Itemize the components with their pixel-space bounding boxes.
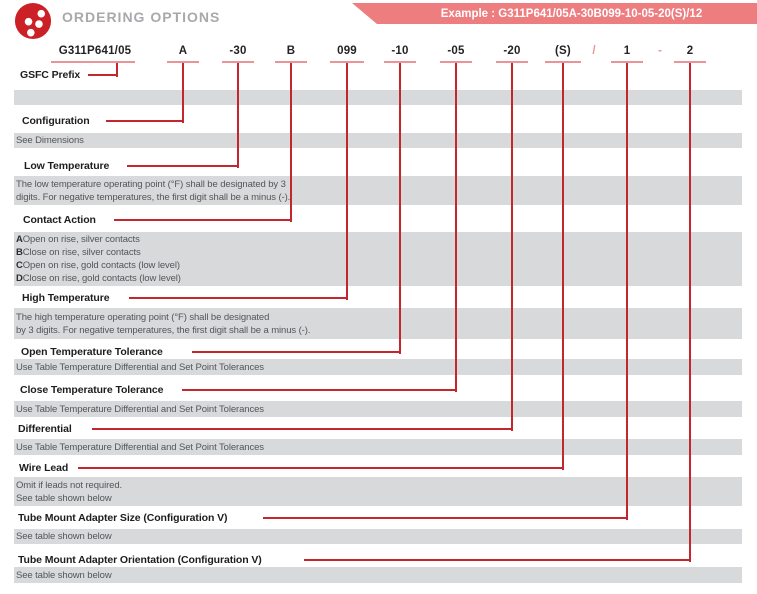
field-label: GSFC Prefix [20, 68, 81, 81]
code-part-underline [545, 61, 581, 63]
field-label: Contact Action [23, 213, 96, 226]
field-label: Tube Mount Adapter Orientation (Configur… [18, 553, 262, 566]
description-text: The low temperature operating point (°F)… [16, 178, 286, 190]
description-text: BClose on rise, silver contacts [16, 246, 742, 259]
description-band: Use Table Temperature Differential and S… [14, 439, 742, 455]
field-label: Open Temperature Tolerance [21, 345, 163, 358]
code-part: (S) [555, 45, 571, 57]
code-part: 2 [686, 45, 694, 57]
option-code: D [16, 273, 23, 284]
connector-horizontal-line [263, 517, 628, 519]
connector-vertical-line [116, 63, 118, 77]
description-text: See Dimensions [16, 135, 84, 146]
code-part: 099 [337, 45, 357, 57]
connector-vertical-line [346, 63, 348, 300]
option-code: B [16, 247, 23, 258]
description-band: See table shown below [14, 567, 742, 583]
brand-logo-icon [14, 2, 52, 40]
description-band: The low temperature operating point (°F)… [14, 176, 742, 205]
code-part: -05 [447, 45, 465, 57]
description-text: AOpen on rise, silver contacts [16, 233, 742, 246]
field-label: Configuration [22, 114, 90, 127]
field-label: Close Temperature Tolerance [20, 383, 164, 396]
description-text: Omit if leads not required. [16, 479, 123, 491]
connector-horizontal-line [106, 120, 184, 122]
code-part: A [178, 45, 188, 57]
code-part: -30 [229, 45, 247, 57]
code-part: -10 [391, 45, 409, 57]
code-part-underline [222, 61, 254, 63]
option-text: Close on rise, gold contacts (low level) [22, 273, 181, 284]
connector-horizontal-line [182, 389, 457, 391]
connector-horizontal-line [192, 351, 401, 353]
connector-vertical-line [237, 63, 239, 168]
code-part: B [286, 45, 296, 57]
description-text: digits. For negative temperatures, the f… [16, 191, 291, 203]
description-band: The high temperature operating point (°F… [14, 308, 742, 339]
connector-vertical-line [399, 63, 401, 354]
connector-horizontal-line [78, 467, 564, 469]
connector-horizontal-line [88, 74, 118, 76]
example-banner: Example : G311P641/05A-30B099-10-05-20(S… [352, 3, 757, 24]
field-label: Wire Lead [19, 461, 69, 474]
connector-horizontal-line [129, 297, 348, 299]
option-text: Open on rise, silver contacts [22, 234, 140, 245]
code-part: 1 [623, 45, 631, 57]
code-part-underline [496, 61, 528, 63]
code-part: -20 [503, 45, 521, 57]
code-part-underline [440, 61, 472, 63]
connector-horizontal-line [92, 428, 513, 430]
description-text: Use Table Temperature Differential and S… [16, 441, 264, 453]
code-part-underline [330, 61, 364, 63]
description-text: DClose on rise, gold contacts (low level… [16, 272, 742, 285]
connector-vertical-line [562, 63, 564, 470]
connector-horizontal-line [127, 165, 239, 167]
code-part-underline [384, 61, 416, 63]
code-part-underline [51, 61, 135, 63]
description-text: Use Table Temperature Differential and S… [16, 403, 264, 415]
field-label: High Temperature [22, 291, 110, 304]
connector-vertical-line [689, 63, 691, 562]
description-band: Omit if leads not required.See table sho… [14, 477, 742, 506]
option-text: Close on rise, silver contacts [22, 247, 141, 258]
description-band [14, 90, 742, 105]
description-text: The high temperature operating point (°F… [16, 311, 270, 323]
field-label: Differential [18, 422, 72, 435]
option-code: A [16, 234, 23, 245]
code-part-underline [611, 61, 643, 63]
field-label: Tube Mount Adapter Size (Configuration V… [18, 511, 228, 524]
connector-vertical-line [455, 63, 457, 392]
connector-vertical-line [182, 63, 184, 123]
description-text: See table shown below [16, 569, 112, 581]
description-band: Use Table Temperature Differential and S… [14, 401, 742, 417]
option-code: C [16, 260, 23, 271]
code-separator: / [592, 45, 596, 57]
connector-vertical-line [626, 63, 628, 520]
field-label: Low Temperature [24, 159, 110, 172]
option-text: Open on rise, gold contacts (low level) [22, 260, 180, 271]
description-text: by 3 digits. For negative temperatures, … [16, 324, 311, 336]
connector-horizontal-line [114, 219, 292, 221]
description-text: COpen on rise, gold contacts (low level) [16, 259, 742, 272]
code-part-underline [275, 61, 307, 63]
description-text: Use Table Temperature Differential and S… [16, 361, 264, 373]
connector-vertical-line [511, 63, 513, 431]
description-band: Use Table Temperature Differential and S… [14, 359, 742, 375]
code-part-underline [674, 61, 706, 63]
description-text: See table shown below [16, 531, 112, 542]
page-title: ORDERING OPTIONS [62, 9, 221, 25]
description-text: See table shown below [16, 492, 112, 504]
code-separator: - [658, 45, 662, 57]
example-banner-text: Example : G311P641/05A-30B099-10-05-20(S… [440, 7, 703, 20]
connector-horizontal-line [304, 559, 691, 561]
description-band: See table shown below [14, 529, 742, 544]
description-band: See Dimensions [14, 133, 742, 148]
connector-vertical-line [290, 63, 292, 222]
code-part-underline [167, 61, 199, 63]
code-part: G311P641/05 [58, 45, 132, 57]
